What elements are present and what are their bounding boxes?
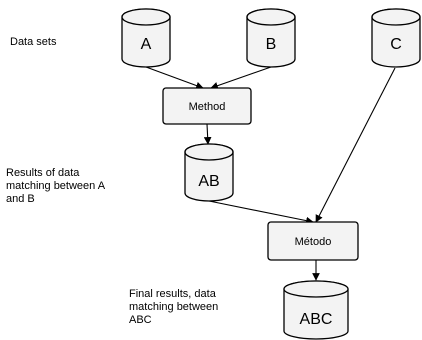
results-ab-label-line-3: and B xyxy=(6,193,35,205)
cylinder-c-label: C xyxy=(390,36,402,53)
edge-ab-to-metodo xyxy=(208,200,314,225)
results-ab-label-line-2: matching between A xyxy=(6,180,106,192)
data-sets-label: Data sets xyxy=(10,36,57,48)
final-results-label: Final results, data matching between ABC xyxy=(129,288,218,327)
edge-c-to-metodo xyxy=(315,67,396,223)
results-ab-label: Results of data matching between A and B xyxy=(6,167,105,206)
final-results-label-line-1: Final results, data xyxy=(129,288,216,300)
cylinder-ab: AB xyxy=(184,143,234,202)
cylinder-b-label: B xyxy=(266,36,277,53)
cylinder-b: B xyxy=(246,8,296,68)
method-box-label: Method xyxy=(189,101,226,113)
cylinder-a: A xyxy=(121,8,171,68)
cylinder-ab-label: AB xyxy=(198,173,219,190)
metodo-box: Método xyxy=(267,221,359,261)
cylinder-a-label: A xyxy=(141,36,152,53)
edge-method-to-ab xyxy=(203,123,212,145)
final-results-label-line-2: matching between xyxy=(129,301,219,313)
cylinder-abc: ABC xyxy=(283,280,349,340)
edge-a-to-method xyxy=(145,66,204,90)
cylinder-abc-label: ABC xyxy=(300,311,333,328)
final-results-label-line-3: ABC xyxy=(129,314,152,326)
results-ab-label-line-1: Results of data xyxy=(6,167,80,179)
cylinder-c: C xyxy=(371,8,421,68)
method-box: Method xyxy=(162,87,252,125)
edge-b-to-method xyxy=(210,66,272,90)
metodo-box-label: Método xyxy=(295,236,332,248)
